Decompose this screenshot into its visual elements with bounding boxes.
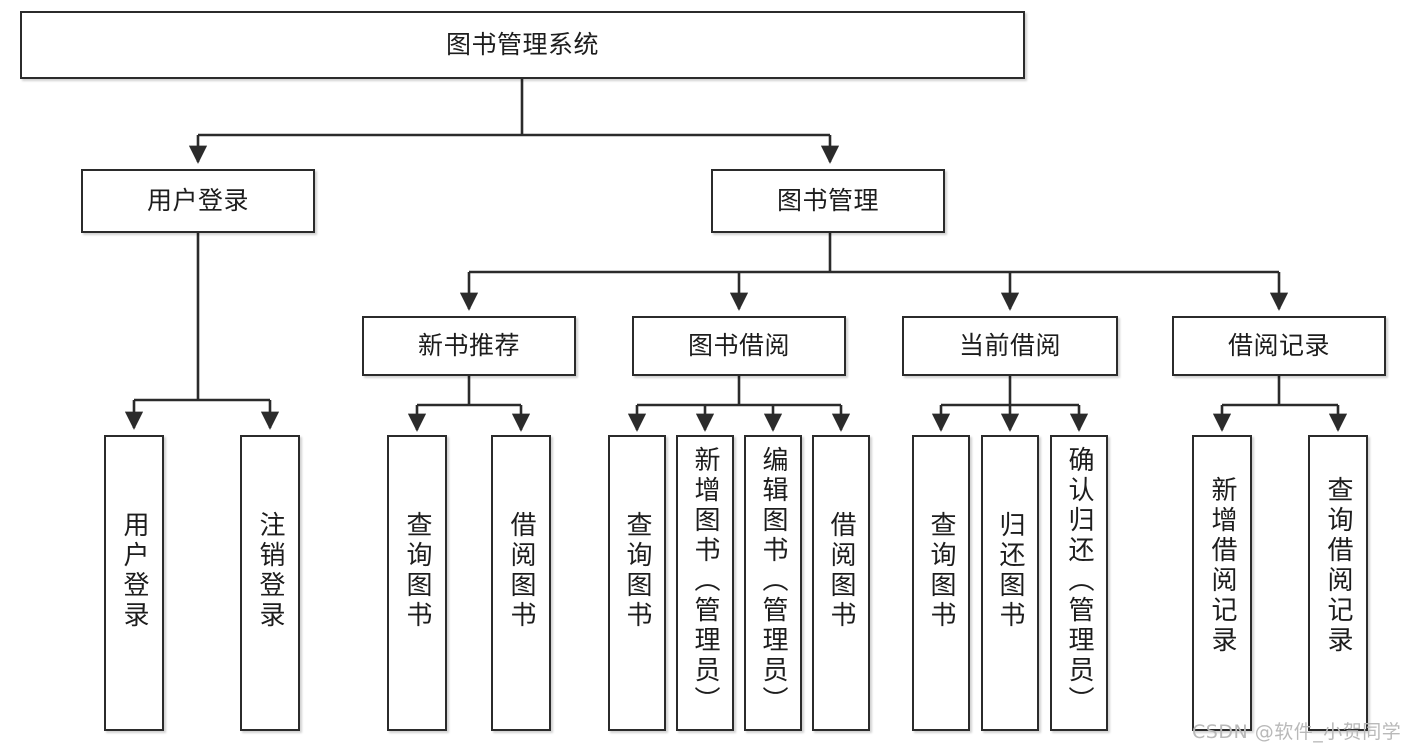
node-root-label: 图书管理系统 (445, 30, 599, 60)
node-current-borrow-label: 当前借阅 (958, 331, 1061, 361)
leaf-query-book-2-label: 查询图书 (622, 511, 652, 631)
node-book-manage[interactable]: 图书管理 (711, 169, 945, 233)
leaf-add-record-label: 新增借阅记录 (1207, 476, 1237, 656)
leaf-user-login-label: 用户登录 (119, 511, 149, 631)
node-new-book-recommend-label: 新书推荐 (417, 331, 520, 361)
leaf-query-book-2[interactable]: 查询图书 (608, 435, 666, 731)
leaf-add-book-label: 新增图书（管理员） (690, 446, 720, 716)
leaf-edit-book[interactable]: 编辑图书（管理员） (744, 435, 802, 731)
leaf-query-book-3[interactable]: 查询图书 (912, 435, 970, 731)
node-borrow-record-label: 借阅记录 (1227, 331, 1330, 361)
node-book-borrow-label: 图书借阅 (687, 331, 790, 361)
leaf-logout-label: 注销登录 (255, 511, 285, 631)
leaf-confirm-return-label: 确认归还（管理员） (1064, 446, 1094, 716)
leaf-borrow-book-1[interactable]: 借阅图书 (491, 435, 551, 731)
node-borrow-record[interactable]: 借阅记录 (1172, 316, 1386, 376)
node-book-borrow[interactable]: 图书借阅 (632, 316, 846, 376)
leaf-add-book[interactable]: 新增图书（管理员） (676, 435, 734, 731)
node-new-book-recommend[interactable]: 新书推荐 (362, 316, 576, 376)
leaf-return-book-label: 归还图书 (995, 511, 1025, 631)
node-book-manage-label: 图书管理 (776, 186, 879, 216)
leaf-query-record-label: 查询借阅记录 (1323, 476, 1353, 656)
leaf-borrow-book-2[interactable]: 借阅图书 (812, 435, 870, 731)
leaf-query-book-1-label: 查询图书 (402, 511, 432, 631)
leaf-query-record[interactable]: 查询借阅记录 (1308, 435, 1368, 731)
leaf-borrow-book-1-label: 借阅图书 (506, 511, 536, 631)
leaf-edit-book-label: 编辑图书（管理员） (758, 446, 788, 716)
leaf-query-book-3-label: 查询图书 (926, 511, 956, 631)
node-user-login[interactable]: 用户登录 (81, 169, 315, 233)
node-user-login-label: 用户登录 (146, 186, 249, 216)
csdn-watermark: CSDN @软件_小贺同学 (1192, 721, 1402, 743)
leaf-add-record[interactable]: 新增借阅记录 (1192, 435, 1252, 731)
node-current-borrow[interactable]: 当前借阅 (902, 316, 1118, 376)
leaf-user-login[interactable]: 用户登录 (104, 435, 164, 731)
node-root[interactable]: 图书管理系统 (20, 11, 1025, 79)
leaf-query-book-1[interactable]: 查询图书 (387, 435, 447, 731)
leaf-return-book[interactable]: 归还图书 (981, 435, 1039, 731)
leaf-borrow-book-2-label: 借阅图书 (826, 511, 856, 631)
leaf-confirm-return[interactable]: 确认归还（管理员） (1050, 435, 1108, 731)
leaf-logout[interactable]: 注销登录 (240, 435, 300, 731)
